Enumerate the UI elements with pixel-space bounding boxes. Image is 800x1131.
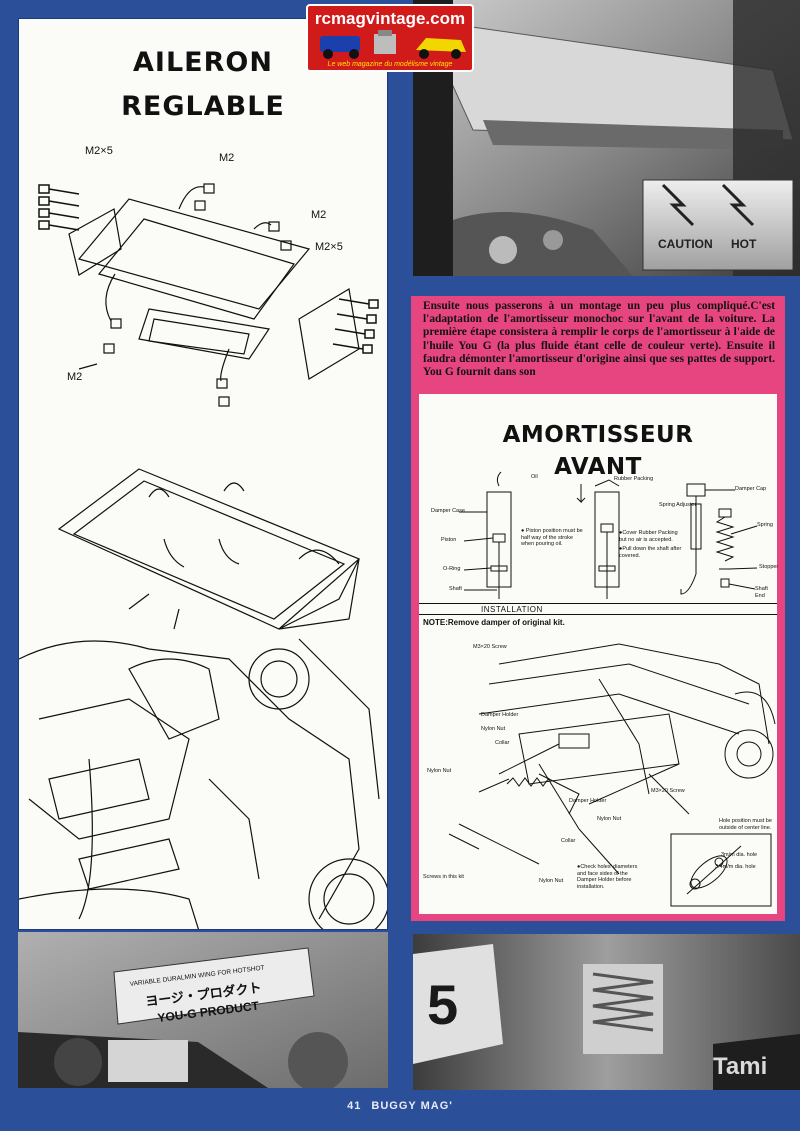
diagram-label-m2-bottom: M2 bbox=[67, 371, 83, 383]
bottom-left-photo: VARIABLE DURALMIN WING FOR HOTSHOT ヨージ・プ… bbox=[18, 932, 388, 1088]
diagram-label-m2x5-right: M2×5 bbox=[315, 241, 343, 253]
magazine-name: BUGGY MAG' bbox=[371, 1100, 453, 1112]
label-screw-1: M3×20 Screw bbox=[473, 644, 507, 650]
installation-drawing bbox=[448, 643, 776, 907]
aileron-diagram-panel: AILERON REGLABLE M2×5 M2 M2 M2×5 M2 bbox=[18, 18, 388, 930]
label-damper-case: Damper Case bbox=[431, 508, 465, 514]
label-screws-in-kit: Screws in this kit bbox=[423, 874, 464, 880]
label-3mm-hole: 3m/m dia. hole bbox=[721, 852, 758, 858]
installation-bar: INSTALLATION bbox=[419, 603, 777, 615]
label-collar-1: Collar bbox=[495, 740, 510, 746]
hot-text: HOT bbox=[731, 237, 757, 251]
caution-text: CAUTION bbox=[658, 237, 713, 251]
label-pull-note: ●Pull down the shaft after covered. bbox=[619, 546, 682, 559]
label-stopper: Stopper bbox=[759, 564, 779, 570]
page-number: 41 bbox=[347, 1100, 362, 1112]
label-nylon-nut-4: Nylon Nut bbox=[539, 878, 564, 884]
top-right-photo: CAUTION HOT bbox=[413, 0, 800, 276]
label-shaft-end: Shaft End bbox=[755, 586, 768, 599]
label-hole-note: Hole position must be outside of center … bbox=[719, 818, 772, 831]
label-spring: Spring bbox=[757, 522, 773, 528]
article-box: Ensuite nous passerons à un montage un p… bbox=[411, 296, 785, 921]
installation-label: INSTALLATION bbox=[481, 605, 543, 614]
article-paragraph: Ensuite nous passerons à un montage un p… bbox=[423, 300, 775, 379]
logo-cars-icon bbox=[320, 30, 466, 59]
car-number-text: 5 bbox=[427, 973, 458, 1036]
damper-fill-drawing bbox=[459, 471, 758, 599]
wing-closeup-photo: CAUTION HOT bbox=[413, 0, 800, 276]
aileron-exploded-drawing bbox=[19, 183, 387, 929]
label-screw-2: M3×20 Screw bbox=[651, 788, 685, 794]
label-34mm-hole: 3.4m/m dia. hole bbox=[715, 864, 756, 870]
label-damper-holder-2: Damper Holder bbox=[569, 798, 607, 804]
damper-instructions-panel: AMORTISSEUR AVANT Oil Rubber Packing Dam… bbox=[419, 394, 779, 914]
label-o-ring: O-Ring bbox=[443, 566, 461, 572]
amortisseur-title-line1: AMORTISSEUR bbox=[502, 422, 694, 448]
label-piston: Piston bbox=[441, 537, 457, 543]
aileron-title-line2: REGLABLE bbox=[121, 91, 285, 122]
label-shaft: Shaft bbox=[449, 586, 462, 592]
label-damper-cap: Damper Cap bbox=[735, 486, 767, 492]
label-piston-note: ● Piston position must be half way of th… bbox=[521, 528, 583, 547]
diagram-label-m2-right: M2 bbox=[311, 209, 327, 221]
page-footer: 41 BUGGY MAG' bbox=[0, 1100, 800, 1112]
label-collar-2: Collar bbox=[561, 838, 576, 844]
aileron-title-line1: AILERON bbox=[133, 47, 273, 78]
label-oil: Oil bbox=[531, 474, 538, 480]
label-rubber-packing: Rubber Packing bbox=[614, 476, 654, 482]
label-nylon-nut-3: Nylon Nut bbox=[597, 816, 622, 822]
label-nylon-nut-2: Nylon Nut bbox=[427, 768, 452, 774]
diagram-label-m2-top: M2 bbox=[219, 152, 235, 164]
logo-name: rcmagvintage.com bbox=[314, 9, 466, 28]
rcmagvintage-logo: rcmagvintage.com Le web magazine du modé… bbox=[306, 4, 474, 72]
wing-product-photo: VARIABLE DURALMIN WING FOR HOTSHOT ヨージ・プ… bbox=[18, 932, 388, 1088]
diagram-label-m2x5-left: M2×5 bbox=[85, 145, 113, 157]
tamiya-text: Tami bbox=[713, 1053, 767, 1080]
note-label: NOTE:Remove damper of original kit. bbox=[423, 618, 565, 627]
bottom-right-photo: 5 Tami bbox=[413, 934, 800, 1090]
label-cover-note: ●Cover Rubber Packing but no air is acce… bbox=[619, 530, 678, 543]
amortisseur-title-line2: AVANT bbox=[554, 454, 642, 480]
label-spring-adjuster: Spring Adjuster bbox=[659, 502, 697, 508]
label-nylon-nut-1: Nylon Nut bbox=[481, 726, 506, 732]
label-damper-holder-1: Damper Holder bbox=[481, 712, 519, 718]
label-check-note: ●Check holes' diameters and face sides o… bbox=[577, 864, 638, 890]
logo-tagline: Le web magazine du modélisme vintage bbox=[327, 61, 453, 68]
damper-mounted-photo: 5 Tami bbox=[413, 934, 800, 1090]
